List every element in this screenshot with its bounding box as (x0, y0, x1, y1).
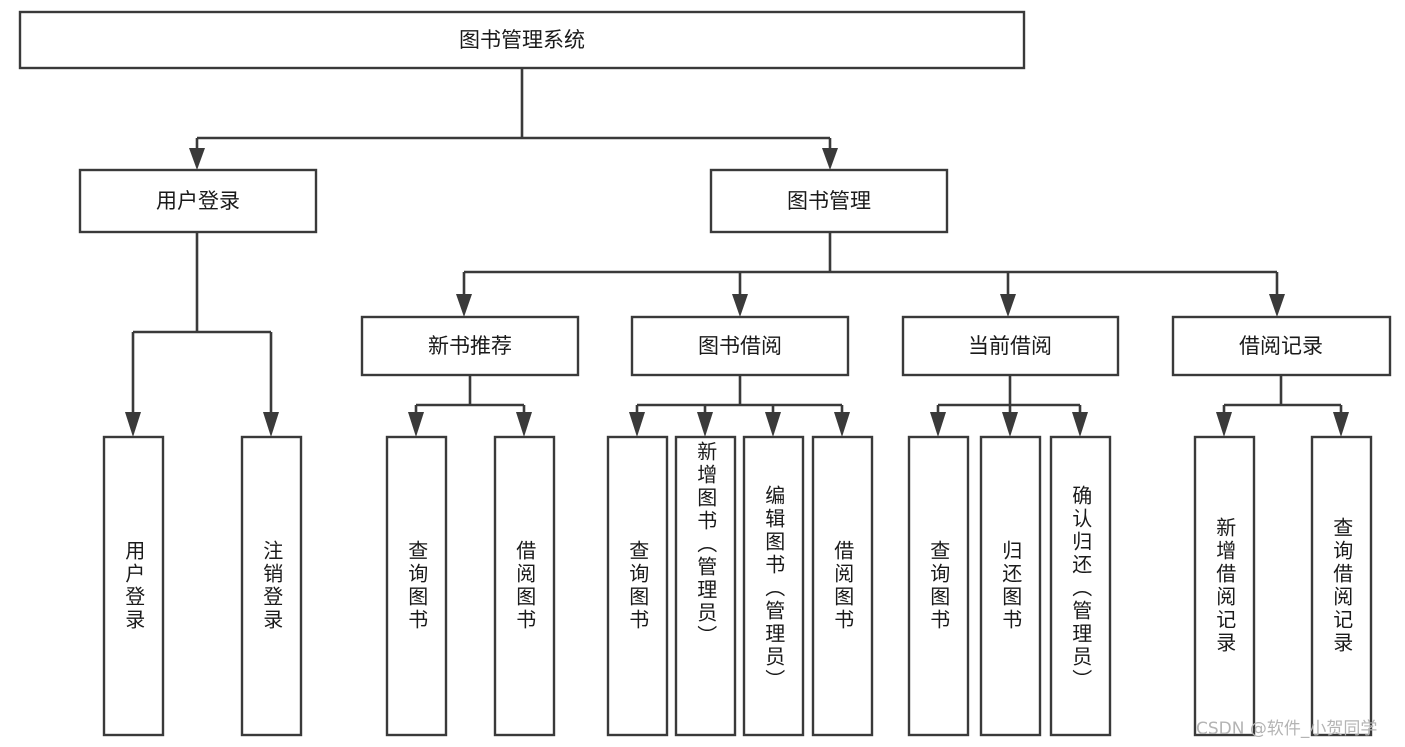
connector-book-borrow-to-leaves (629, 375, 850, 437)
connector-new-book-to-leaves (408, 375, 532, 437)
leaf-borrow-record-query[interactable] (1310, 435, 1373, 737)
connector-root-to-level2 (189, 68, 838, 170)
leaf-current-borrow-return[interactable] (979, 435, 1042, 737)
node-book-borrow-label: 图书借阅 (698, 334, 782, 358)
connector-book-mgmt-to-level3 (456, 232, 1285, 317)
node-root-system-label: 图书管理系统 (459, 28, 585, 52)
connector-user-login-to-leaves (125, 232, 279, 437)
connector-current-borrow-to-leaves (930, 375, 1088, 437)
leaf-user-login-logout[interactable] (240, 435, 303, 737)
csdn-watermark: CSDN @软件_小贺同学 (1196, 719, 1378, 739)
node-book-management[interactable] (709, 168, 949, 234)
node-borrow-record-label: 借阅记录 (1239, 334, 1323, 358)
node-user-login[interactable] (78, 168, 318, 234)
leaf-book-borrow-add[interactable] (674, 435, 737, 737)
node-borrow-record[interactable] (1171, 315, 1392, 377)
leaf-book-borrow-edit[interactable] (742, 435, 805, 737)
node-user-login-label: 用户登录 (156, 189, 240, 213)
node-root-system[interactable] (18, 10, 1026, 70)
node-book-borrow[interactable] (630, 315, 850, 377)
leaf-new-book-query[interactable] (385, 435, 448, 737)
node-book-management-label: 图书管理 (787, 189, 871, 213)
leaf-new-book-borrow[interactable] (493, 435, 556, 737)
leaf-current-borrow-query[interactable] (907, 435, 970, 737)
leaf-book-borrow-query[interactable] (606, 435, 669, 737)
connector-borrow-record-to-leaves (1216, 375, 1349, 437)
leaf-current-borrow-confirm[interactable] (1049, 435, 1112, 737)
node-new-book-recommend-label: 新书推荐 (428, 334, 512, 358)
leaf-book-borrow-borrow[interactable] (811, 435, 874, 737)
leaf-borrow-record-add[interactable] (1193, 435, 1256, 737)
leaf-user-login-login[interactable] (102, 435, 165, 737)
node-current-borrow-label: 当前借阅 (968, 334, 1052, 358)
node-new-book-recommend[interactable] (360, 315, 580, 377)
node-current-borrow[interactable] (901, 315, 1120, 377)
